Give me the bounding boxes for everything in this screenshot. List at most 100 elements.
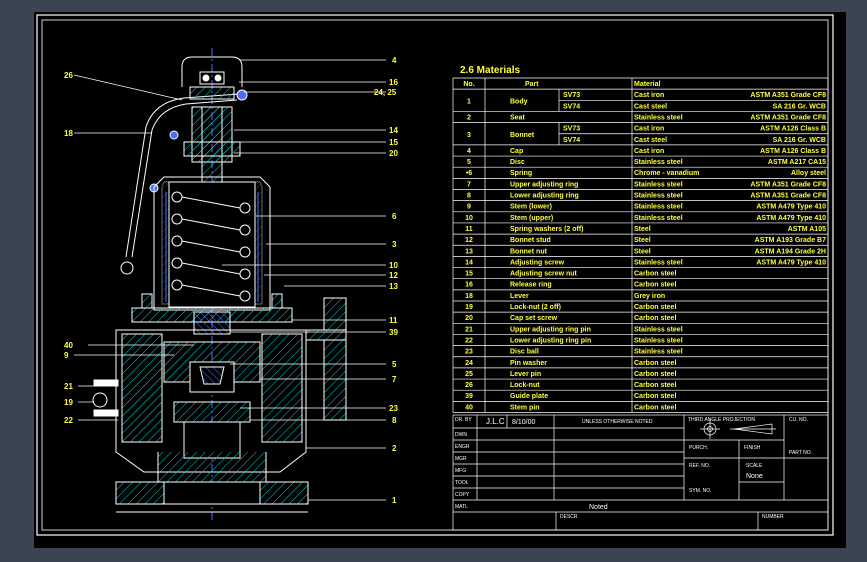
row-no: 40 — [465, 404, 473, 411]
row-no: 16 — [465, 282, 473, 289]
callout-24-25: 24, 25 — [374, 88, 397, 97]
row-part: Upper adjusting ring pin — [510, 326, 591, 333]
row-no: 13 — [465, 248, 473, 255]
row-material: Stainless steel — [634, 181, 683, 188]
row-material: Stainless steel — [634, 259, 683, 266]
row-spec: ASTM A479 Type 410 — [756, 259, 826, 266]
row-part: Lever — [510, 293, 529, 300]
row-model: SV73 — [563, 126, 580, 133]
row-model: SV74 — [563, 103, 580, 110]
row-no: 2 — [467, 114, 471, 121]
row-material: Carbon steel — [634, 304, 676, 311]
row-material: Steel — [634, 237, 651, 244]
row-spec: ASTM A479 Type 410 — [756, 215, 826, 222]
row-part: Lever pin — [510, 371, 541, 378]
row-no: 9 — [467, 204, 471, 211]
number-label: NUMBER — [762, 514, 784, 520]
row-spec: ASTM A105 — [788, 226, 826, 233]
row-part: Lower adjusting ring pin — [510, 337, 591, 344]
row-no: 11 — [465, 226, 473, 233]
row-part: Release ring — [510, 282, 552, 289]
title-block-text: DR. BY J.L.C 8/10/00 UNLESS OTHERWISE NO… — [455, 417, 812, 520]
copy-label: COPY — [455, 492, 470, 498]
row-spec: ASTM A351 Grade CF8 — [750, 181, 826, 188]
row-part: Adjusting screw nut — [510, 271, 578, 278]
callout-11: 11 — [389, 316, 398, 325]
row-spec: SA 216 Gr. WCB — [773, 137, 826, 144]
tolerance-note: UNLESS OTHERWISE NOTED — [582, 419, 653, 425]
callout-39: 39 — [389, 328, 398, 337]
row-material: Carbon steel — [634, 282, 676, 289]
engr-label: ENGR — [455, 444, 470, 450]
callout-10: 10 — [389, 261, 398, 270]
row-material: Stainless steel — [634, 159, 683, 166]
valve-section-drawing — [92, 48, 347, 522]
row-no: 20 — [465, 315, 473, 322]
row-material: Cast iron — [634, 92, 664, 99]
row-part: Disc — [510, 159, 525, 166]
mfg-label: MFG — [455, 468, 466, 474]
dwn-label: DWN — [455, 432, 467, 438]
row-no: 21 — [465, 326, 473, 333]
materials-title: 2.6 Materials — [460, 65, 520, 76]
row-material: Carbon steel — [634, 393, 676, 400]
row-part: Lock-nut — [510, 382, 540, 389]
row-material: Cast iron — [634, 126, 664, 133]
row-material: Chrome - vanadium — [634, 170, 699, 177]
row-part: Stem (upper) — [510, 215, 553, 222]
row-spec: ASTM A351 Grade CF8 — [750, 193, 826, 200]
callout-40: 40 — [64, 341, 73, 350]
row-spec: ASTM A351 Grade CF8 — [750, 114, 826, 121]
ref-no-label: REF. NO. — [689, 463, 710, 469]
row-model: SV74 — [563, 137, 580, 144]
callout-22: 22 — [64, 416, 73, 425]
row-material: Stainless steel — [634, 114, 683, 121]
callout-leaders — [73, 59, 386, 501]
purch-label: PURCH. — [689, 445, 708, 451]
callouts-right: 4 16 24, 25 14 15 20 6 3 10 12 13 11 39 … — [374, 56, 398, 505]
date-value: 8/10/00 — [512, 419, 535, 426]
row-part: Seat — [510, 114, 525, 121]
row-spec: ASTM A351 Grade CF8 — [750, 92, 826, 99]
callout-21: 21 — [64, 382, 73, 391]
matl-value: Noted — [589, 504, 608, 511]
row-no: 12 — [465, 237, 473, 244]
callout-18: 18 — [64, 129, 73, 138]
matl-label: MATL — [455, 504, 468, 510]
callout-15: 15 — [389, 138, 398, 147]
row-no: 19 — [465, 304, 473, 311]
dr-by-label: DR. BY — [455, 417, 472, 423]
row-part: Bonnet nut — [510, 248, 548, 255]
row-part: Disc ball — [510, 349, 539, 356]
callout-19: 19 — [64, 398, 73, 407]
row-part: Adjusting screw — [510, 259, 565, 266]
callout-26: 26 — [64, 71, 73, 80]
callout-13: 13 — [389, 282, 398, 291]
scale-label: SCALE — [746, 463, 763, 469]
row-material: Grey iron — [634, 293, 665, 300]
sym-no-label: SYM. NO. — [689, 488, 712, 494]
row-part: Bonnet — [510, 132, 535, 139]
row-material: Carbon steel — [634, 360, 676, 367]
row-no: 22 — [465, 337, 473, 344]
row-material: Stainless steel — [634, 326, 683, 333]
row-no: 24 — [465, 360, 473, 367]
row-part: Body — [510, 98, 528, 105]
row-no: 23 — [465, 349, 473, 356]
row-material: Carbon steel — [634, 271, 676, 278]
row-part: Spring washers (2 off) — [510, 226, 584, 233]
row-part: Pin washer — [510, 360, 547, 367]
row-no: 8 — [467, 193, 471, 200]
row-spec: ASTM A479 Type 410 — [756, 204, 826, 211]
row-no: 5 — [467, 159, 471, 166]
callout-3: 3 — [392, 240, 397, 249]
callout-14: 14 — [389, 126, 398, 135]
row-material: Cast steel — [634, 103, 667, 110]
row-material: Cast steel — [634, 137, 667, 144]
row-no: 39 — [465, 393, 473, 400]
callouts-left: 26 18 40 9 21 19 22 — [64, 71, 73, 425]
callout-12: 12 — [389, 271, 398, 280]
row-spec: Alloy steel — [791, 170, 826, 177]
row-no: 26 — [465, 382, 473, 389]
tool-label: TOOL — [455, 480, 469, 486]
